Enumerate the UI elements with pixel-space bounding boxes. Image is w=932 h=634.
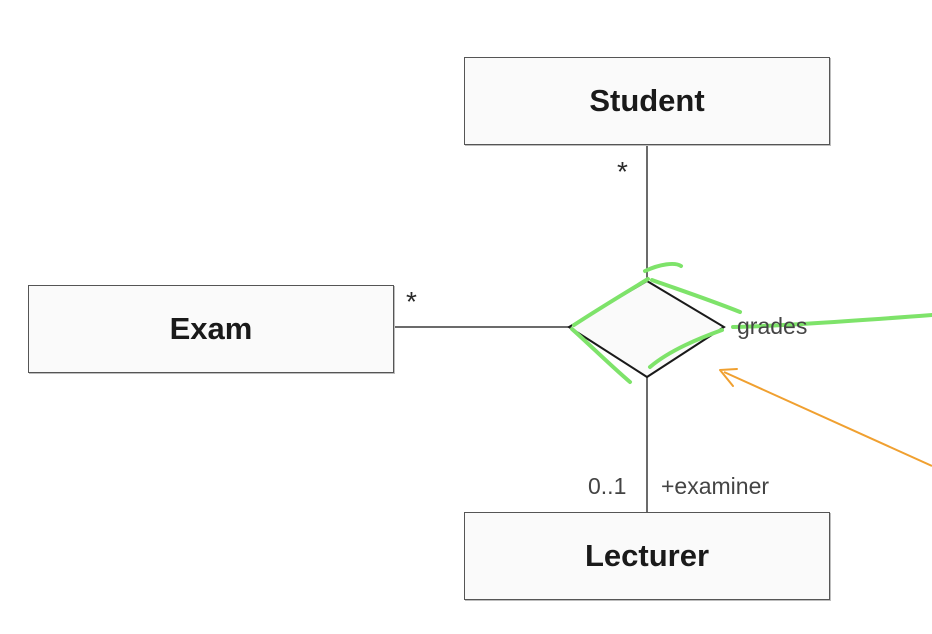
lecturer-class-name: Lecturer [584, 538, 710, 573]
pointer-arrow-head [719, 368, 738, 387]
highlight-stroke-left-lower [570, 327, 632, 384]
lecturer-multiplicity: 0..1 [588, 473, 627, 499]
student-class-name: Student [589, 83, 705, 118]
highlight-stroke-underline [731, 313, 932, 329]
lecturer-class-box[interactable]: Lecturer [464, 512, 830, 600]
highlight-stroke-right-lower [648, 328, 724, 369]
highlight-stroke-right-upper [650, 278, 742, 314]
exam-class-box[interactable]: Exam [28, 285, 394, 373]
highlight-stroke-left-upper [572, 277, 650, 327]
exam-class-name: Exam [169, 311, 253, 346]
student-multiplicity: * [617, 156, 628, 187]
association-name-label: grades [737, 313, 808, 339]
lecturer-role-label: +examiner [661, 473, 770, 499]
exam-multiplicity: * [406, 286, 417, 317]
highlight-stroke-top [643, 261, 683, 273]
pointer-arrow-line [723, 371, 932, 467]
student-class-box[interactable]: Student [464, 57, 830, 145]
